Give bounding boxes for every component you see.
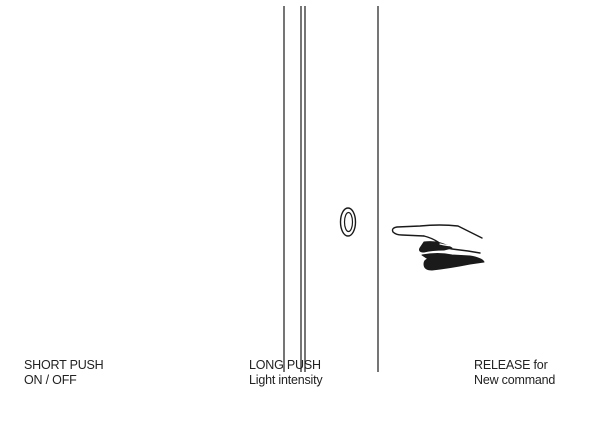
caption-release: RELEASE for New command [474, 358, 555, 388]
door-panel [283, 6, 379, 372]
caption-long-push-desc: Light intensity [249, 373, 323, 387]
caption-short-push: SHORT PUSH ON / OFF [24, 358, 104, 388]
caption-release-title: RELEASE for [474, 358, 548, 372]
push-button-icon [339, 207, 357, 237]
caption-long-push: LONG PUSH Light intensity [249, 358, 323, 388]
caption-short-push-desc: ON / OFF [24, 373, 77, 387]
pointing-hand-icon [391, 224, 485, 271]
caption-short-push-title: SHORT PUSH [24, 358, 104, 372]
caption-release-desc: New command [474, 373, 556, 387]
caption-long-push-title: LONG PUSH [249, 358, 321, 372]
